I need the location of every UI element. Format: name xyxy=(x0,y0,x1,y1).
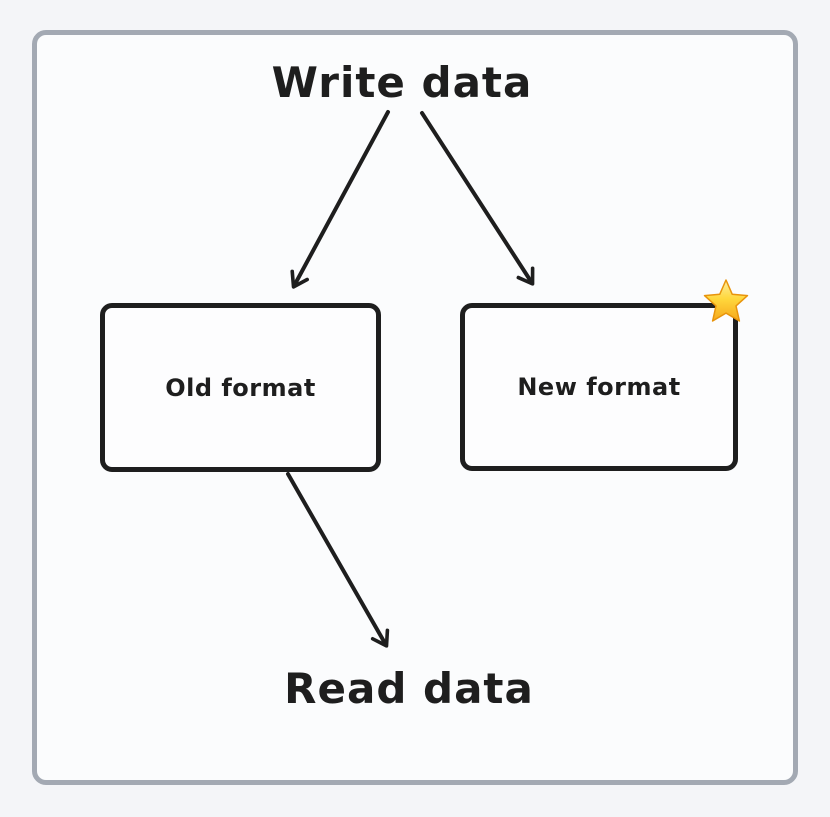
new-format-label: New format xyxy=(517,373,681,401)
node-new-format: New format xyxy=(460,303,738,471)
old-format-label: Old format xyxy=(165,373,316,402)
write-data-label: Write data xyxy=(271,58,533,107)
star-icon xyxy=(702,277,750,325)
read-data-label: Read data xyxy=(284,664,534,713)
node-old-format: Old format xyxy=(100,303,381,472)
